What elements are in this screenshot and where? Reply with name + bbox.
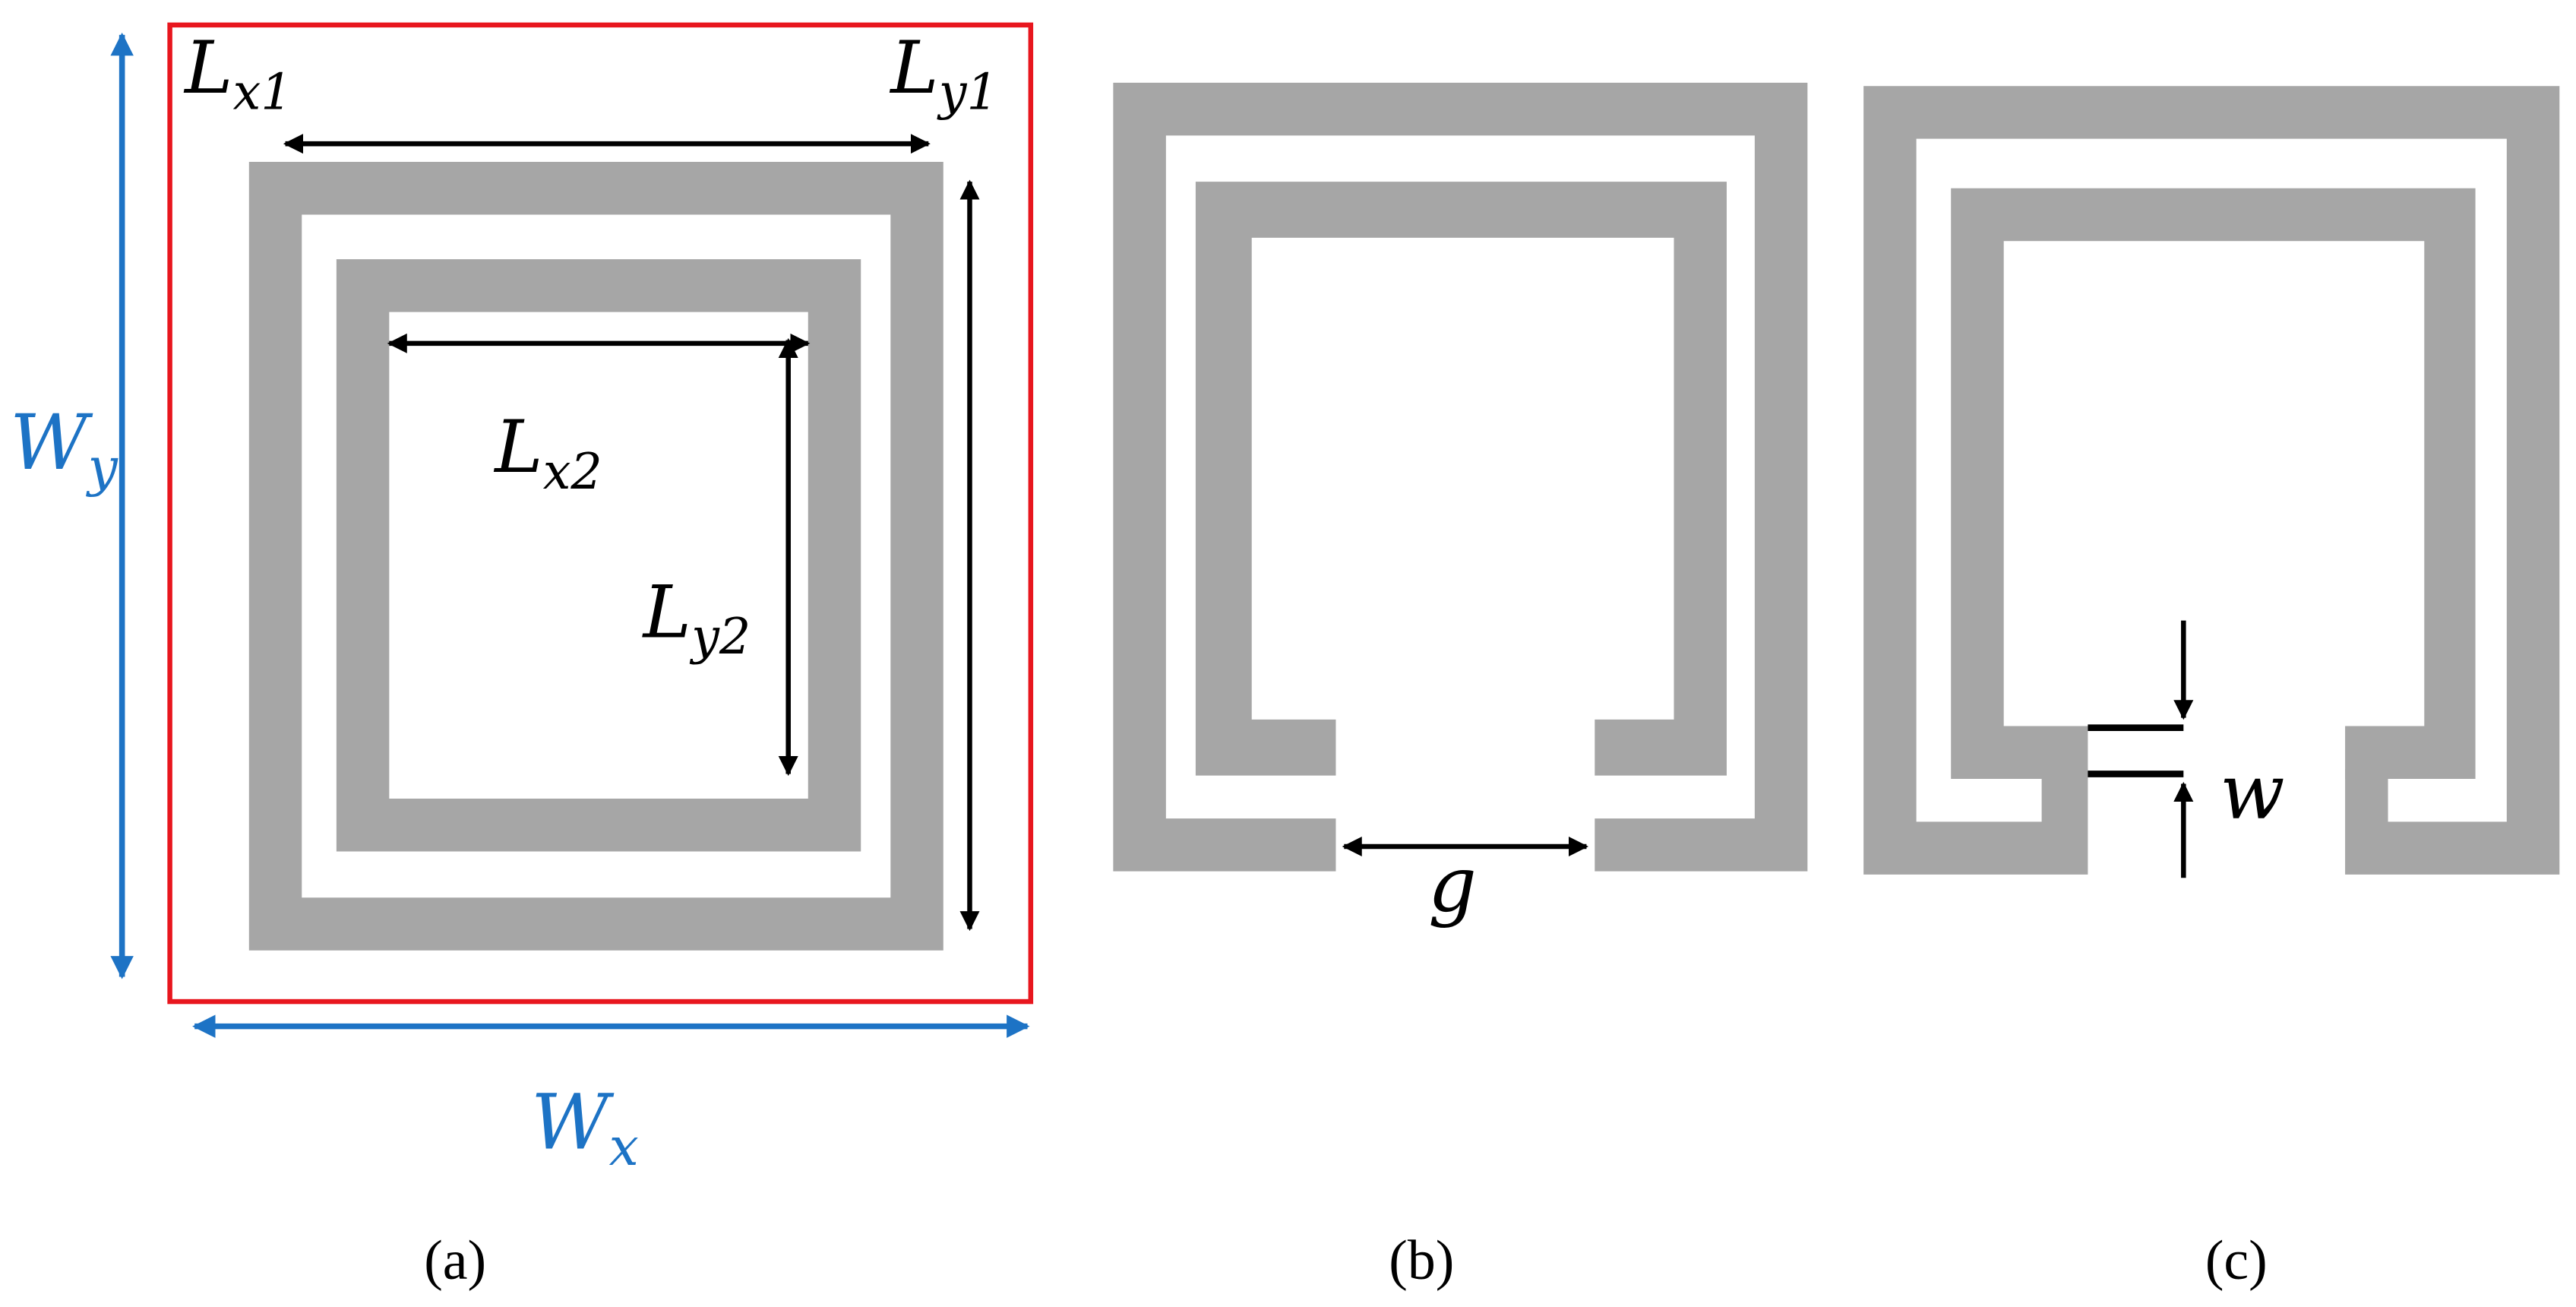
label-ly1: Ly1: [889, 25, 998, 122]
label-wx: Wx: [531, 1078, 639, 1178]
caption-a: (a): [424, 1229, 486, 1291]
caption-c: (c): [2205, 1229, 2268, 1291]
panel-a: Lx1 Ly1 Lx2 Ly2 Wx Wy (a): [10, 22, 1034, 1291]
panel-c: w (c): [1863, 86, 2560, 1291]
label-lx2: Lx2: [493, 404, 602, 501]
label-g: g: [1428, 840, 1477, 929]
caption-b: (b): [1389, 1229, 1454, 1291]
inner-split-ring: [1195, 182, 1727, 776]
panel-b: g (b): [1113, 82, 1808, 1291]
inner-closed-ring: [336, 259, 861, 852]
inner-split-ring-folded: [1951, 188, 2476, 779]
unit-cell-border: [167, 22, 1034, 1005]
label-ly2: Ly2: [642, 569, 751, 666]
label-wy: Wy: [10, 398, 119, 498]
label-lx1: Lx1: [183, 25, 292, 122]
label-w: w: [2220, 748, 2284, 837]
